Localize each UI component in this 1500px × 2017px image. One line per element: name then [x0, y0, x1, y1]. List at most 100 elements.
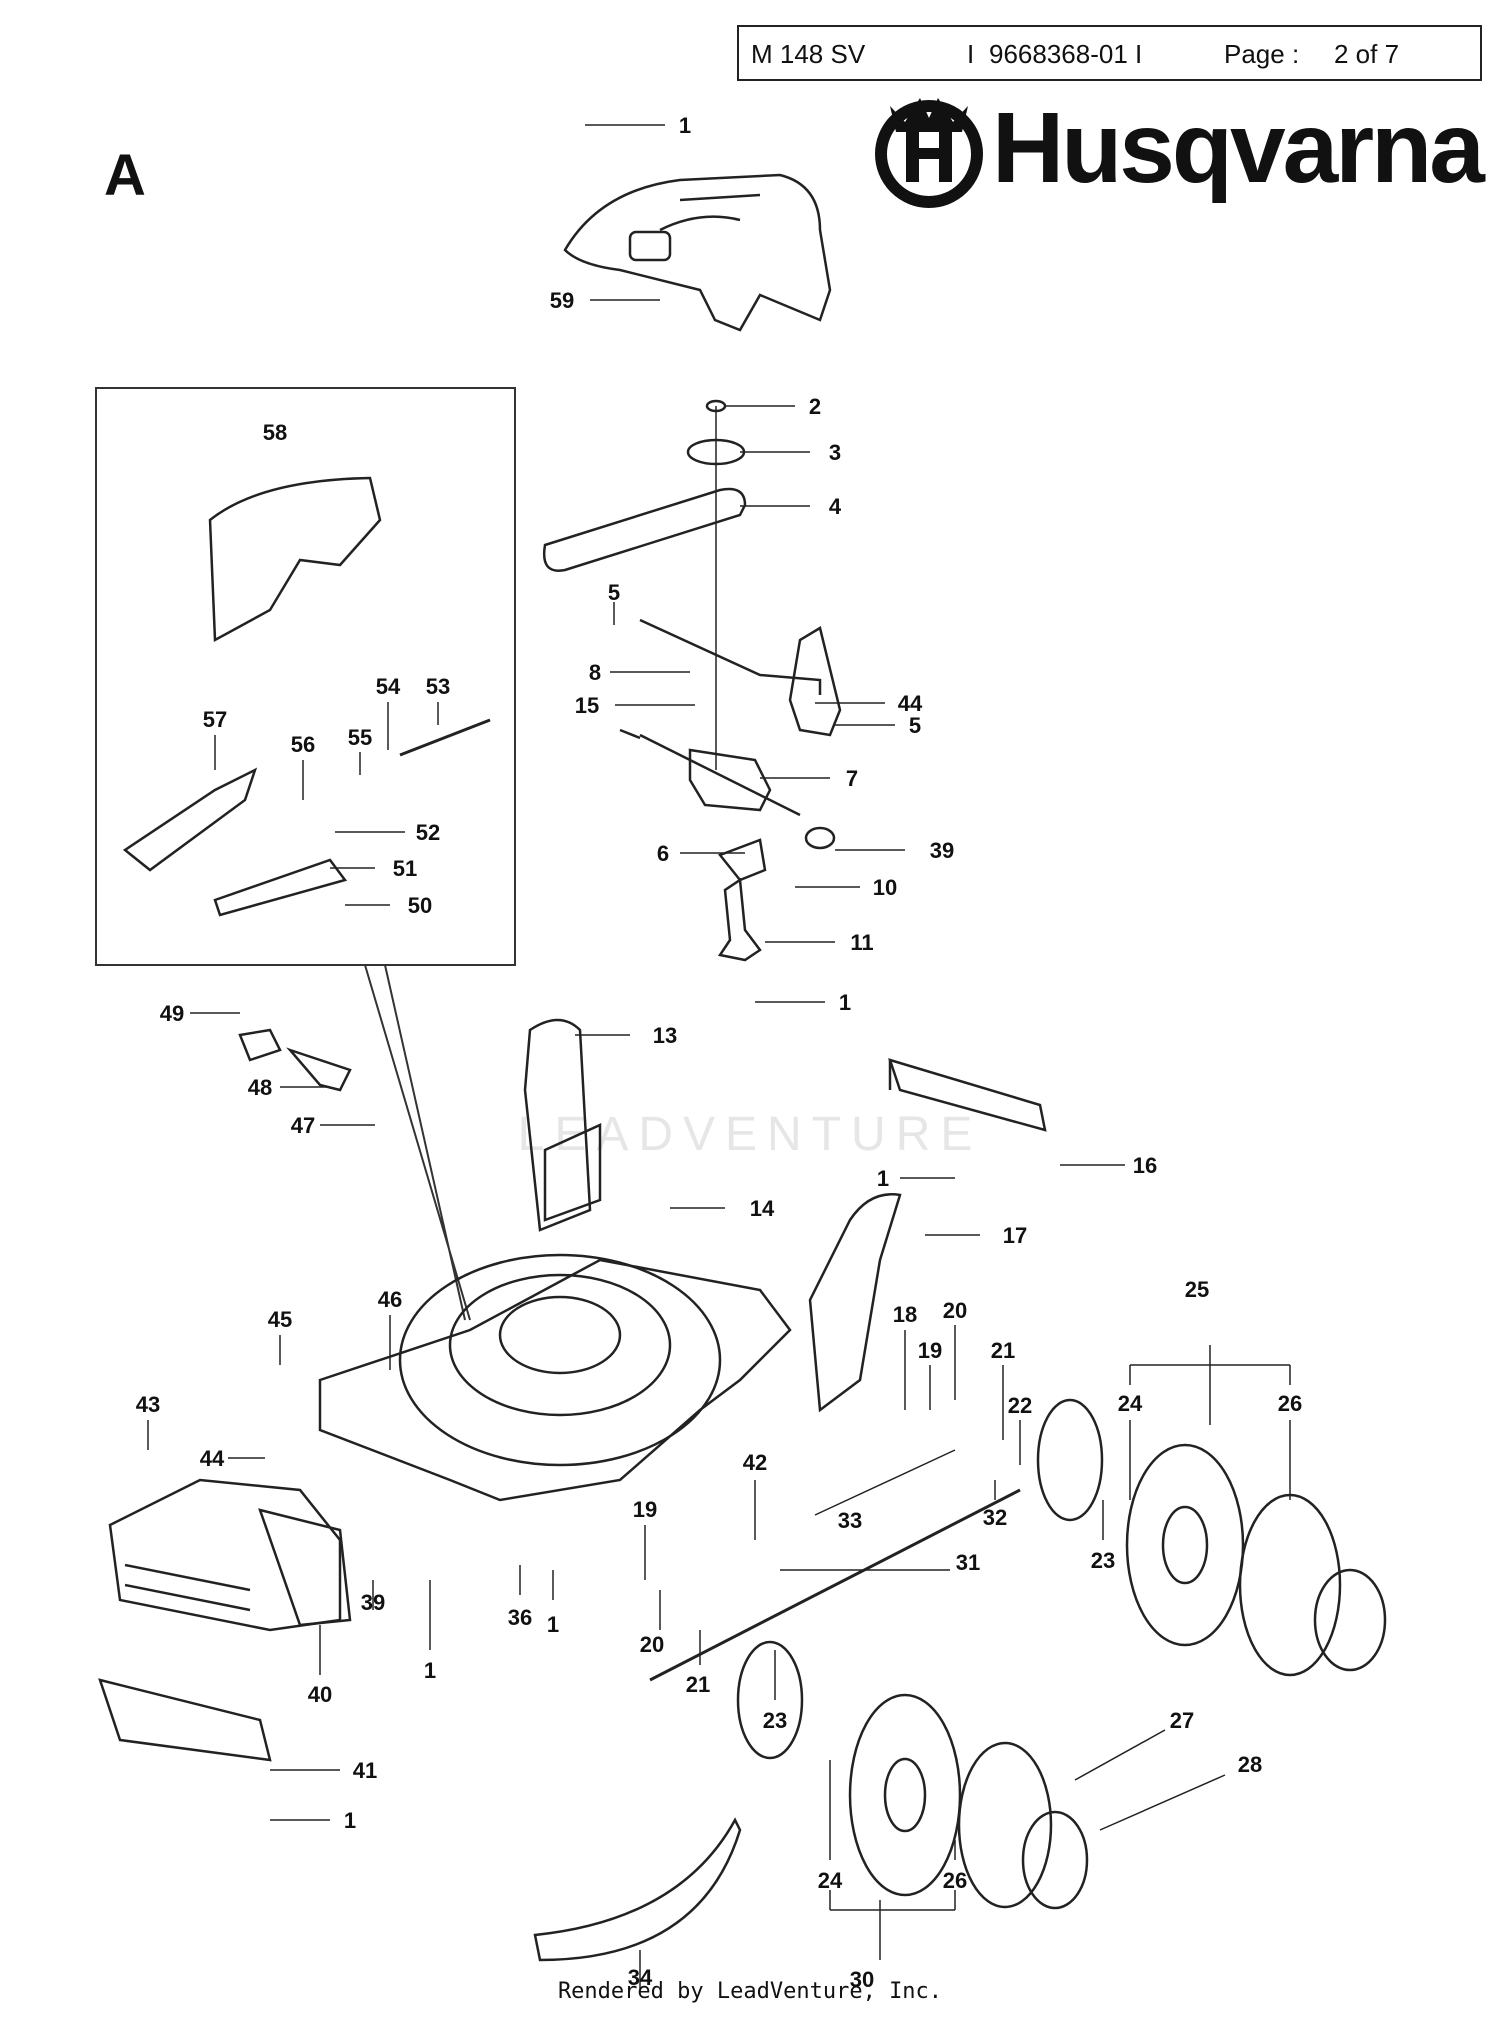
svg-text:3: 3: [829, 440, 841, 465]
svg-text:55: 55: [348, 725, 372, 750]
callout-40: 40: [308, 1625, 332, 1707]
svg-text:24: 24: [818, 1868, 843, 1893]
callout-32: 32: [983, 1480, 1007, 1530]
svg-text:53: 53: [426, 674, 450, 699]
svg-text:58: 58: [263, 420, 287, 445]
callout-11: 11: [765, 930, 874, 955]
callout-5b: 5: [835, 713, 921, 738]
inset-frame: [95, 387, 516, 966]
inset-leader-lines: [364, 964, 471, 1321]
svg-text:34: 34: [628, 1965, 653, 1990]
svg-text:15: 15: [575, 693, 599, 718]
callout-1e: 1: [424, 1580, 436, 1683]
callout-24: 24: [1118, 1391, 1143, 1500]
svg-text:1: 1: [547, 1612, 559, 1637]
section-letter: A: [104, 143, 146, 208]
svg-text:7: 7: [846, 766, 858, 791]
callout-21: 21: [991, 1338, 1015, 1440]
svg-text:25: 25: [1185, 1277, 1209, 1302]
svg-text:50: 50: [408, 893, 432, 918]
callout-53: 53: [426, 674, 450, 725]
svg-text:17: 17: [1003, 1223, 1027, 1248]
callout-1b: 1: [755, 990, 851, 1015]
callout-51: 51: [330, 856, 417, 881]
svg-text:6: 6: [657, 841, 669, 866]
svg-text:49: 49: [160, 1001, 184, 1026]
page-label: Page :: [1224, 39, 1300, 69]
top-cover-part: [563, 173, 832, 332]
callout-34: 34: [628, 1950, 653, 1990]
callout-23: 23: [1091, 1500, 1115, 1573]
front-cover-part: [98, 1478, 352, 1762]
gearbox-part: [619, 618, 842, 962]
svg-text:1: 1: [344, 1808, 356, 1833]
model-name: M 148 SV: [751, 39, 866, 69]
svg-text:59: 59: [550, 288, 574, 313]
callout-42: 42: [743, 1450, 767, 1540]
callout-48: 48: [248, 1075, 330, 1100]
svg-text:36: 36: [508, 1605, 532, 1630]
callout-57: 57: [203, 707, 227, 770]
brand-name: Husqvarna: [992, 92, 1485, 204]
callout-26: 26: [1278, 1391, 1302, 1500]
svg-text:8: 8: [589, 660, 601, 685]
svg-text:10: 10: [873, 875, 897, 900]
brand-logo: Husqvarna: [870, 88, 1485, 208]
svg-text:20: 20: [640, 1632, 664, 1657]
svg-text:11: 11: [850, 930, 873, 955]
rear-flap-part: [888, 1058, 1047, 1132]
callout-21b: 21: [686, 1630, 710, 1697]
svg-text:24: 24: [1118, 1391, 1143, 1416]
svg-text:27: 27: [1170, 1708, 1194, 1733]
callout-8: 8: [589, 660, 690, 685]
svg-text:44: 44: [200, 1446, 225, 1471]
callout-15: 15: [575, 693, 695, 718]
svg-text:1: 1: [679, 113, 691, 138]
callout-6: 6: [657, 841, 745, 866]
callout-33: 33: [814, 1449, 956, 1533]
callout-3: 3: [740, 440, 841, 465]
svg-text:46: 46: [378, 1287, 402, 1312]
svg-text:57: 57: [203, 707, 227, 732]
callout-43: 43: [136, 1392, 160, 1450]
callout-4: 4: [740, 494, 842, 519]
svg-text:5: 5: [909, 713, 921, 738]
svg-text:28: 28: [1238, 1752, 1262, 1777]
svg-text:23: 23: [1091, 1548, 1115, 1573]
callout-44b: 44: [200, 1446, 265, 1471]
svg-text:20: 20: [943, 1298, 967, 1323]
callout-20: 20: [943, 1298, 967, 1400]
svg-text:18: 18: [893, 1302, 917, 1327]
svg-text:16: 16: [1133, 1153, 1157, 1178]
inset-parts: [122, 476, 491, 917]
svg-text:54: 54: [376, 674, 401, 699]
callout-45: 45: [268, 1307, 292, 1365]
callout-13: 13: [575, 1023, 677, 1048]
svg-text:33: 33: [838, 1508, 862, 1533]
callout-55: 55: [348, 725, 372, 775]
callout-41: 41: [270, 1758, 377, 1783]
svg-text:47: 47: [291, 1113, 315, 1138]
callout-25: 25: [1129, 1277, 1291, 1425]
callout-17: 17: [925, 1223, 1027, 1248]
callout-56: 56: [291, 732, 315, 800]
svg-text:40: 40: [308, 1682, 332, 1707]
part-number: 9668368-01 I: [989, 39, 1143, 69]
svg-text:48: 48: [248, 1075, 272, 1100]
callout-31: 31: [780, 1550, 980, 1575]
svg-text:1: 1: [877, 1166, 889, 1191]
callout-52: 52: [335, 820, 440, 845]
svg-text:19: 19: [633, 1497, 657, 1522]
svg-text:5: 5: [608, 580, 620, 605]
callout-20b: 20: [640, 1590, 664, 1657]
svg-text:14: 14: [750, 1196, 775, 1221]
svg-text:26: 26: [1278, 1391, 1302, 1416]
svg-text:13: 13: [653, 1023, 677, 1048]
callout-54: 54: [376, 674, 401, 750]
page-header-box: M 148 SV I 9668368-01 I Page : 2 of 7: [737, 25, 1482, 81]
callout-1f: 1: [270, 1808, 356, 1833]
svg-text:26: 26: [943, 1868, 967, 1893]
callout-14: 14: [670, 1196, 775, 1221]
svg-text:44: 44: [898, 691, 923, 716]
